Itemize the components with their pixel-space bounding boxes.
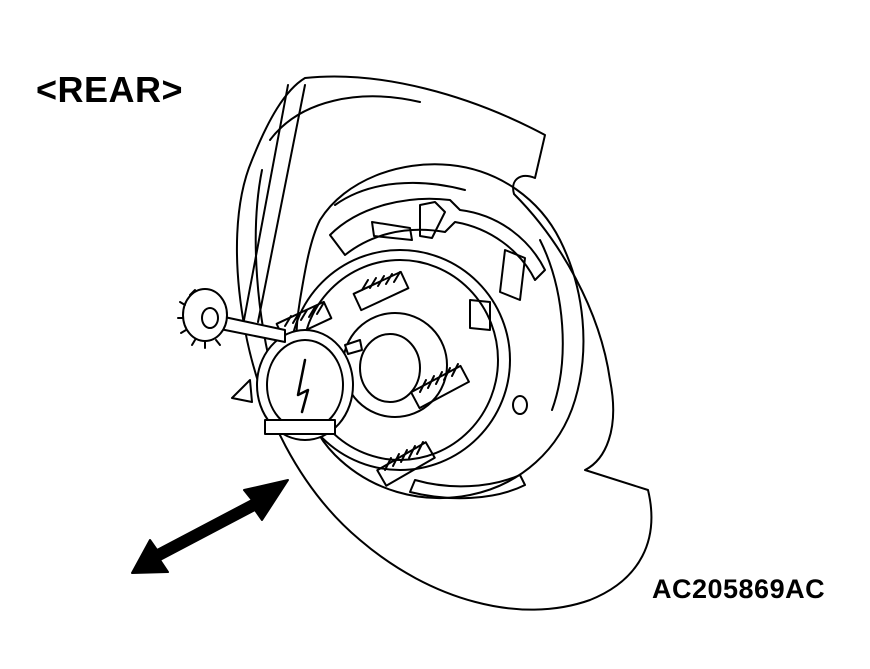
dial-indicator [177,288,363,441]
indicator-rod-left [243,84,289,321]
dust-shield-outline [235,75,653,611]
brake-adjuster [371,201,446,241]
brake-shoe-lower [409,474,526,500]
wheel-stud [376,441,436,487]
wheel-stud [410,363,470,410]
backing-plate [295,163,585,499]
anchor-slot [469,249,526,331]
brake-shoe [329,197,546,281]
indicator-rod-right [257,84,306,323]
movement-arrow [131,479,289,574]
figure-code: AC205869AC [652,574,826,604]
backing-plate-rim [334,181,564,411]
backing-plate-hole [512,395,528,415]
hub-bore-inner [359,333,421,403]
view-label: <REAR> [36,69,184,110]
wheel-stud [352,270,410,312]
